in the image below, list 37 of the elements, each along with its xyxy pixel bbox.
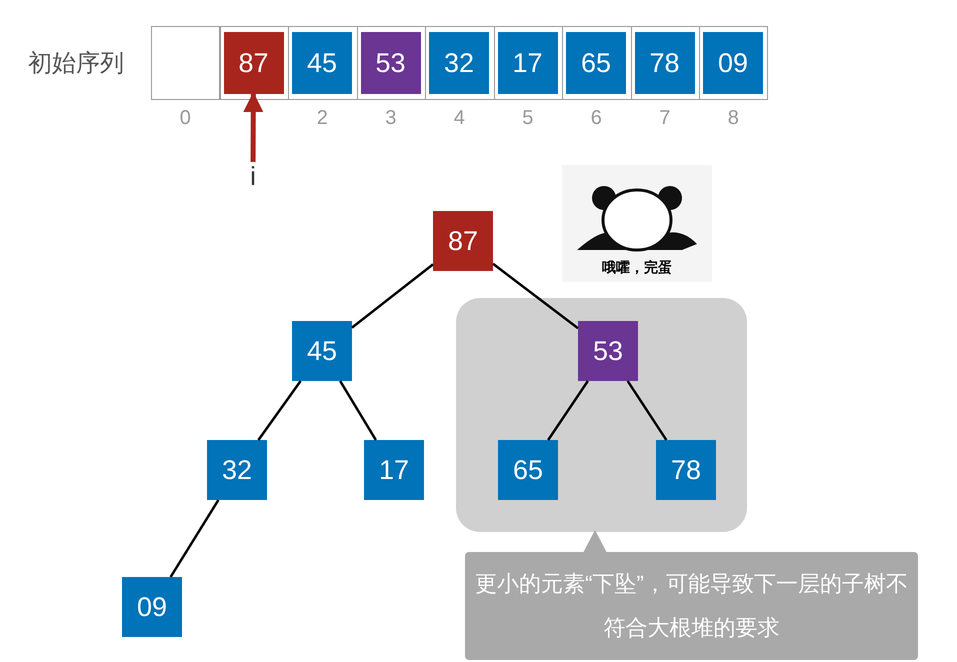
index-number: 7 [658, 108, 672, 128]
number-square: 45 [292, 321, 352, 381]
number-square: 78 [656, 440, 716, 500]
tree-edge [492, 262, 579, 330]
number-square: 32 [207, 440, 267, 500]
tree-edge [351, 263, 434, 329]
number-square: 78 [634, 32, 694, 94]
number-square: 87 [224, 32, 284, 94]
meme-picture [562, 165, 712, 282]
number-square: 53 [578, 321, 638, 381]
tree-edge [626, 380, 668, 441]
tree-edge [339, 380, 377, 441]
row-label: 初始序列 [28, 52, 124, 76]
number-square: 17 [498, 32, 558, 94]
number-square: 45 [292, 32, 352, 94]
index-number: 2 [316, 108, 329, 128]
number-square: 65 [566, 32, 626, 94]
number-square: 87 [433, 211, 493, 271]
index-number: 5 [521, 108, 534, 128]
index-number: 8 [726, 108, 740, 128]
index-number: 3 [384, 108, 398, 128]
index-number: 6 [590, 108, 603, 128]
number-square: 09 [122, 577, 182, 637]
number-square: 32 [429, 32, 489, 94]
number-square: 65 [498, 440, 558, 500]
index-number: 0 [178, 108, 192, 128]
meme-caption: 哦嚯，完蛋 [602, 260, 672, 274]
number-square: 09 [703, 32, 763, 94]
number-square: 17 [364, 440, 424, 500]
tree-edge [257, 380, 302, 441]
pointer-label: i [243, 162, 263, 190]
tree-edge [547, 380, 589, 441]
tree-edge [170, 499, 220, 578]
number-square: 53 [360, 32, 420, 94]
arrow [243, 92, 264, 162]
highlight-region [456, 298, 747, 532]
index-number: 4 [452, 108, 466, 128]
